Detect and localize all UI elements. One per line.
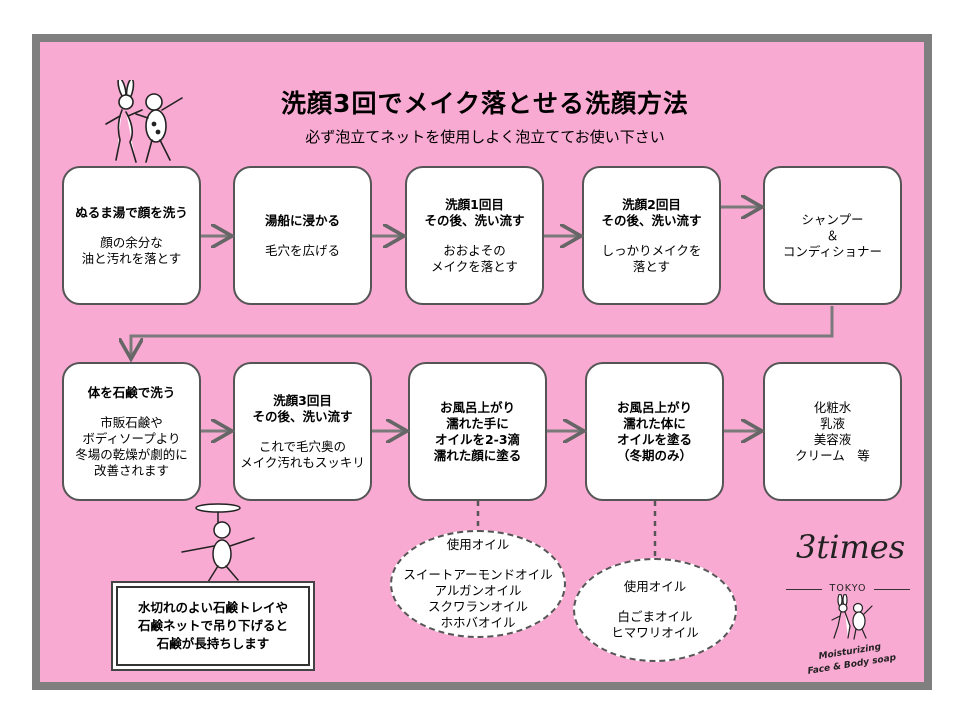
step-1-text-1: 顔の余分な bbox=[100, 234, 163, 250]
body-oil-item-1: 白ごまオイル bbox=[617, 609, 693, 624]
step-3-text-2: メイクを落とす bbox=[431, 258, 518, 274]
face-oil-item-4: ホホバオイル bbox=[440, 615, 516, 630]
step-3-title-1: 洗顔1回目 bbox=[445, 196, 504, 212]
arrow-5-6 bbox=[131, 306, 834, 356]
step-6-box: 体を石鹸で洗う 市販石鹸や ボディソープより 冬場の乾燥が劇的に 改善されます bbox=[62, 362, 201, 501]
logo-mascot-icon bbox=[831, 594, 873, 640]
step-4-box: 洗顔2回目 その後、洗い流す しっかりメイクを 落とす bbox=[582, 166, 721, 305]
step-4-text-2: 落とす bbox=[632, 258, 671, 274]
step-5-text-1: シャンプー bbox=[801, 211, 864, 227]
step-10-text-4: クリーム 等 bbox=[795, 447, 870, 463]
page-title: 洗顔3回でメイク落とせる洗顔方法 bbox=[281, 89, 689, 118]
step-2-text-1: 毛穴を広げる bbox=[264, 242, 340, 258]
body-oil-item-2: ヒマワリオイル bbox=[611, 625, 699, 640]
face-oil-item-3: スクワランオイル bbox=[427, 599, 528, 614]
step-10-text-2: 乳液 bbox=[819, 415, 845, 431]
step-4-text-1: しっかりメイクを bbox=[601, 242, 702, 258]
step-6-text-1: 市販石鹸や bbox=[100, 414, 163, 430]
face-oil-ellipse: 使用オイル スイートアーモンドオイル アルガンオイル スクワランオイル ホホバオ… bbox=[390, 530, 566, 638]
step-1-title: ぬるま湯で顔を洗う bbox=[75, 204, 188, 220]
step-10-box: 化粧水 乳液 美容液 クリーム 等 bbox=[763, 362, 902, 501]
step-9-title-2: 濡れた体に bbox=[623, 415, 686, 431]
step-10-text-1: 化粧水 bbox=[813, 399, 852, 415]
step-6-text-4: 改善されます bbox=[93, 462, 169, 478]
step-8-title-4: 濡れた顔に塗る bbox=[433, 447, 522, 463]
step-10-text-3: 美容液 bbox=[813, 431, 852, 447]
note-line-1: 水切れのよい石鹸トレイや bbox=[137, 600, 288, 615]
step-9-title-3: オイルを塗る bbox=[616, 431, 692, 447]
frog-illustration bbox=[181, 503, 255, 583]
face-oil-item-2: アルガンオイル bbox=[434, 583, 522, 598]
note-line-2: 石鹸ネットで吊り下げると bbox=[137, 618, 288, 633]
step-7-text-1: これで毛穴奥の bbox=[258, 438, 347, 454]
note-line-3: 石鹸が長持ちします bbox=[156, 636, 270, 651]
page-subtitle: 必ず泡立てネットを使用しよく泡立ててお使い下さい bbox=[305, 128, 665, 146]
brand-logo-word: 3times bbox=[796, 528, 906, 566]
body-oil-ellipse: 使用オイル 白ごまオイル ヒマワリオイル bbox=[573, 558, 737, 662]
step-5-box: シャンプー ＆ コンディショナー bbox=[763, 166, 902, 305]
step-8-title-2: 濡れた手に bbox=[446, 415, 509, 431]
face-oil-heading: 使用オイル bbox=[446, 537, 510, 552]
face-oil-item-1: スイートアーモンドオイル bbox=[403, 567, 553, 582]
step-8-title-3: オイルを2-3滴 bbox=[434, 431, 521, 447]
step-6-text-2: ボディソープより bbox=[82, 430, 181, 446]
brand-logo-city: TOKYO bbox=[786, 583, 910, 594]
step-3-title-2: その後、洗い流す bbox=[424, 212, 525, 228]
step-3-text-1: おおよその bbox=[443, 242, 506, 258]
step-7-box: 洗顔3回目 その後、洗い流す これで毛穴奥の メイク汚れもスッキリ bbox=[233, 362, 372, 501]
step-2-title: 湯船に浸かる bbox=[264, 212, 340, 228]
step-4-title-2: その後、洗い流す bbox=[601, 212, 702, 228]
step-8-title-1: お風呂上がり bbox=[439, 399, 515, 415]
step-6-title: 体を石鹸で洗う bbox=[87, 384, 176, 400]
step-7-text-2: メイク汚れもスッキリ bbox=[240, 454, 365, 470]
step-1-text-2: 油と汚れを落とす bbox=[81, 250, 182, 266]
step-5-text-2: ＆ bbox=[826, 227, 839, 243]
body-oil-heading: 使用オイル bbox=[623, 579, 687, 594]
step-6-text-3: 冬場の乾燥が劇的に bbox=[75, 446, 188, 462]
step-1-box: ぬるま湯で顔を洗う 顔の余分な 油と汚れを落とす bbox=[62, 166, 201, 305]
step-4-title-1: 洗顔2回目 bbox=[622, 196, 681, 212]
step-5-text-3: コンディショナー bbox=[782, 243, 883, 259]
step-9-title-4: （冬期のみ） bbox=[616, 447, 692, 463]
step-7-title-1: 洗顔3回目 bbox=[273, 392, 332, 408]
step-9-box: お風呂上がり 濡れた体に オイルを塗る （冬期のみ） bbox=[585, 362, 724, 501]
soap-tip-note: 水切れのよい石鹸トレイや 石鹸ネットで吊り下げると 石鹸が長持ちします bbox=[113, 583, 313, 669]
rabbit-frog-illustration bbox=[105, 80, 183, 163]
step-9-title-1: お風呂上がり bbox=[616, 399, 692, 415]
step-2-box: 湯船に浸かる 毛穴を広げる bbox=[233, 166, 372, 305]
step-7-title-2: その後、洗い流す bbox=[252, 408, 353, 424]
